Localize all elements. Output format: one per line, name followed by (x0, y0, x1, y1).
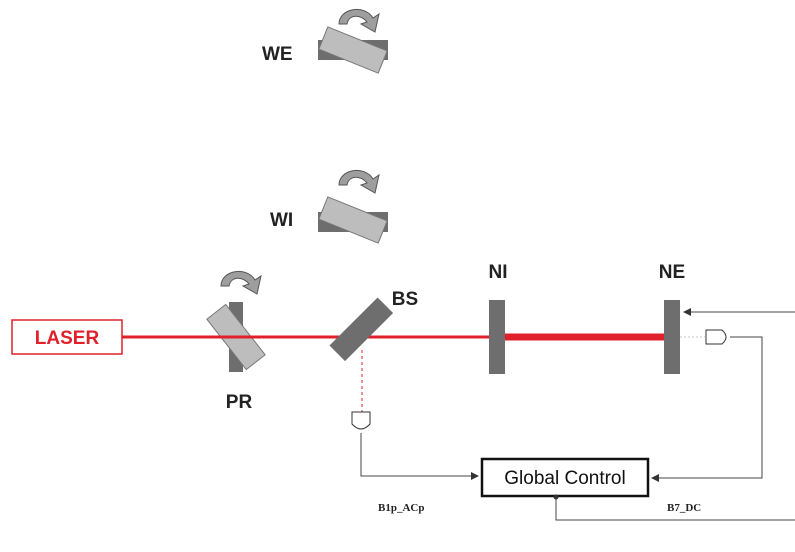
feedback-node (553, 494, 559, 500)
we-label: WE (262, 44, 293, 65)
ne-mirror (664, 300, 680, 374)
rotation-arrow-icon (338, 9, 380, 33)
wi-label: WI (270, 210, 293, 231)
rotation-arrow-icon (338, 170, 380, 194)
bs-beam-splitter (329, 297, 394, 362)
wire-b1p-acp (360, 433, 479, 480)
ni-mirror (489, 300, 505, 374)
signal-label-b1p-acp: B1p_ACp (378, 502, 424, 514)
wire-b7-dc (651, 336, 763, 482)
laser-source: LASER (11, 319, 123, 355)
wi-mirror (318, 196, 388, 244)
signal-label-b7-dc: B7_DC (667, 502, 701, 514)
ni-label: NI (489, 262, 508, 283)
photodiode-icon (351, 411, 371, 430)
photodiode-icon (705, 329, 727, 345)
ne-label: NE (659, 262, 685, 283)
wire-feedback-out (555, 496, 795, 521)
pr-mirror (206, 302, 266, 372)
pr-label: PR (226, 392, 253, 413)
laser-label: LASER (35, 328, 100, 349)
rotation-arrow-icon (220, 271, 262, 295)
we-mirror (318, 26, 388, 74)
global-control-label: Global Control (504, 468, 625, 489)
bs-label: BS (392, 289, 418, 310)
global-control-box: Global Control (480, 457, 650, 498)
